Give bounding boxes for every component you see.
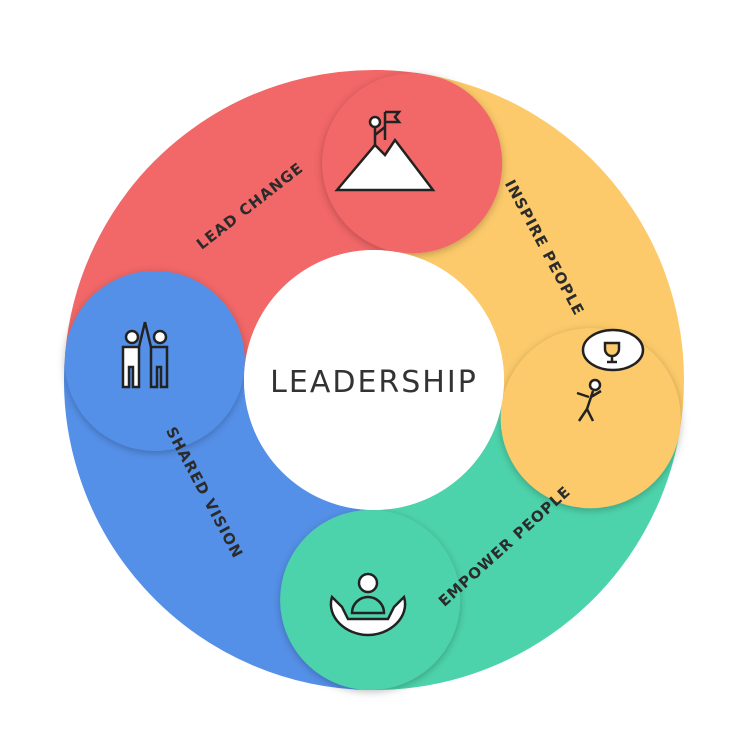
center-title: LEADERSHIP <box>270 365 478 400</box>
ring <box>64 70 684 690</box>
mountain-flag-icon <box>334 110 436 192</box>
hands-person-icon <box>329 572 407 637</box>
high-five-icon <box>121 321 169 389</box>
dreaming-trophy-icon <box>576 328 645 422</box>
center-circle <box>244 250 504 510</box>
